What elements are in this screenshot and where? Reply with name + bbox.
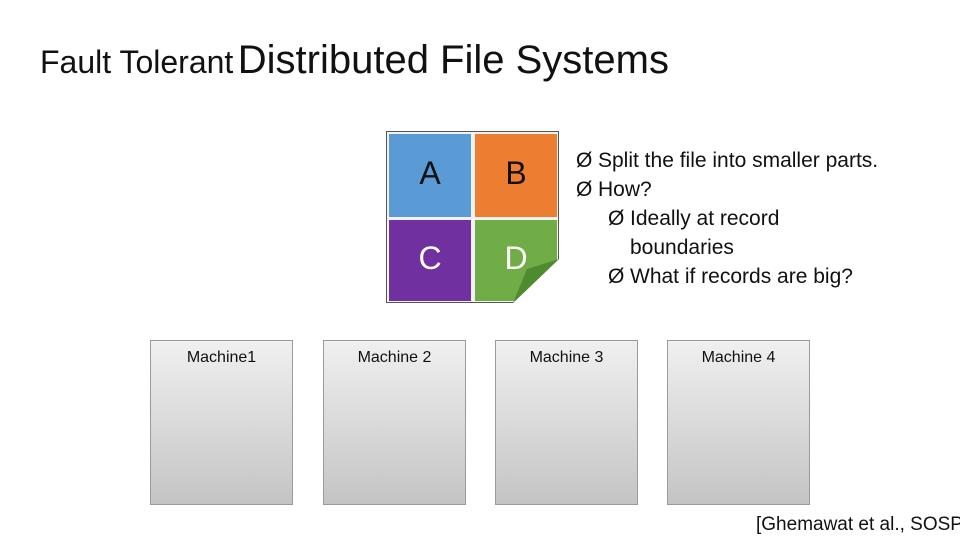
file-diagram: A B C D (386, 131, 559, 303)
citation: [Ghemawat et al., SOSP’0 (756, 514, 960, 535)
machine-label: Machine 4 (701, 349, 776, 366)
arrow-bullet-icon: Ø (576, 149, 593, 172)
machine-label: Machine 3 (529, 349, 604, 366)
file-part-d: D (475, 220, 557, 301)
page-fold-icon (513, 259, 559, 303)
slide-title: Fault Tolerant Distributed File Systems (40, 38, 669, 83)
machine-label: Machine 2 (357, 349, 432, 366)
machine-box-3: Machine 3 (495, 340, 638, 505)
bullet-list: Ø Split the file into smaller parts. Ø H… (576, 146, 956, 291)
file-part-a: A (389, 134, 471, 217)
title-part-1: Fault Tolerant (40, 44, 234, 80)
sub-bullet-item: Ø What if records are big? (576, 262, 956, 291)
machine-label: Machine1 (186, 349, 257, 366)
machine-box-2: Machine 2 (323, 340, 466, 505)
arrow-bullet-icon: Ø (608, 207, 625, 230)
bullet-item: Ø How? (576, 175, 956, 204)
bullet-item: Ø Split the file into smaller parts. (576, 146, 956, 175)
sub-bullet-continuation: boundaries (630, 236, 734, 259)
machine-box-4: Machine 4 (667, 340, 810, 505)
file-part-b: B (475, 134, 557, 217)
arrow-bullet-icon: Ø (576, 178, 593, 201)
sub-bullet-item: Ø Ideally at record (576, 204, 956, 233)
file-part-c: C (389, 220, 471, 301)
machine-box-1: Machine1 (150, 340, 293, 505)
title-part-2: Distributed File Systems (237, 38, 669, 82)
arrow-bullet-icon: Ø (608, 265, 625, 288)
